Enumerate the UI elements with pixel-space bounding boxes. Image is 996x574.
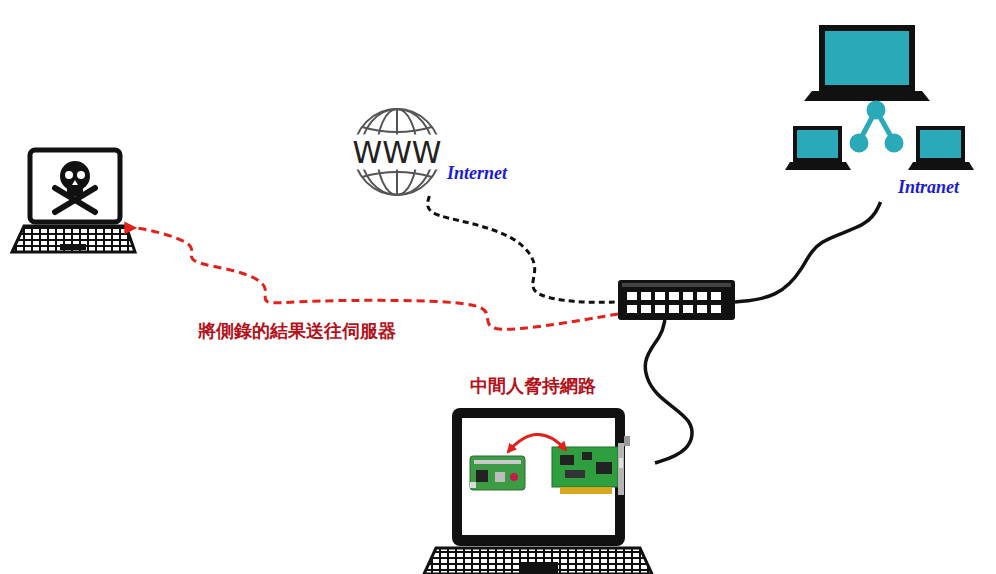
network-card	[619, 458, 623, 468]
network-card	[552, 447, 618, 487]
mitm-laptop	[452, 408, 625, 546]
edge-label: 將側錄的結果送往伺服器	[195, 319, 399, 343]
switch-port	[669, 292, 679, 300]
network-switch	[618, 280, 735, 320]
switch-port	[627, 305, 637, 313]
skull-icon	[67, 186, 83, 196]
raspberry-pi-board	[470, 456, 525, 490]
raspberry-pi-board	[476, 470, 488, 482]
switch-port	[683, 305, 693, 313]
skull-icon	[72, 180, 78, 185]
ethernet-cable	[645, 320, 692, 463]
intranet-computers	[908, 162, 974, 170]
switch-port	[627, 292, 637, 300]
intranet-cable	[735, 202, 881, 302]
network-switch	[618, 280, 735, 320]
switch-port	[655, 292, 665, 300]
intranet-group: Intranet	[785, 22, 980, 202]
swap-arrow	[508, 434, 566, 452]
network-card	[582, 452, 592, 460]
attacker-laptop	[60, 244, 86, 250]
network-card	[560, 487, 612, 494]
mitm-laptop	[424, 548, 652, 574]
switch-port	[669, 305, 679, 313]
skull-icon	[65, 171, 73, 179]
network-card	[596, 462, 612, 474]
raspberry-pi-board	[474, 460, 521, 464]
skull-icon	[55, 161, 95, 212]
mitm-laptop: 中間人脅持網路	[422, 374, 655, 574]
raspberry-pi-board	[495, 472, 505, 482]
mitm-laptop	[520, 562, 558, 574]
network-card	[565, 470, 585, 478]
network-icon	[869, 103, 883, 117]
attacker-laptop	[12, 150, 135, 252]
attacker-server	[8, 148, 136, 256]
network-icon	[852, 103, 901, 150]
network-icon	[887, 136, 901, 150]
mitm-laptop	[424, 408, 652, 574]
network-label: Internet	[447, 163, 507, 184]
intranet-computers	[785, 162, 851, 170]
network-card	[560, 455, 574, 465]
intranet-computers	[804, 91, 930, 101]
intranet-computers	[795, 128, 840, 160]
network-switch	[618, 280, 735, 320]
raspberry-pi-board	[470, 456, 525, 490]
internet-cloud: WWWInternet	[352, 106, 532, 196]
switch-port	[711, 292, 721, 300]
switch-port	[697, 305, 707, 313]
network-card	[552, 443, 624, 495]
switch-port	[683, 292, 693, 300]
raspberry-pi-board	[470, 482, 476, 488]
attacker-laptop	[30, 150, 120, 222]
exfiltration-link	[136, 228, 618, 329]
intranet-computers	[785, 28, 974, 170]
title-label: 中間人脅持網路	[470, 374, 596, 398]
switch-port	[655, 305, 665, 313]
network-label: Intranet	[898, 177, 959, 198]
intranet-computers	[822, 28, 912, 88]
network-icon	[852, 136, 866, 150]
mitm-laptop	[624, 436, 630, 446]
internet-globe	[362, 127, 432, 132]
switch-port	[697, 292, 707, 300]
raspberry-pi-board	[510, 473, 518, 481]
network-card	[618, 443, 624, 495]
network-switch	[622, 283, 731, 287]
intranet-computers	[918, 128, 963, 160]
attacker-laptop	[12, 226, 135, 252]
skull-icon	[77, 171, 85, 179]
switch-port	[711, 305, 721, 313]
globe-text: WWW	[351, 135, 444, 170]
switch-port	[641, 292, 651, 300]
internet-link	[428, 196, 618, 302]
network-switch	[627, 292, 721, 313]
internet-globe	[362, 172, 432, 177]
switch-port	[641, 305, 651, 313]
